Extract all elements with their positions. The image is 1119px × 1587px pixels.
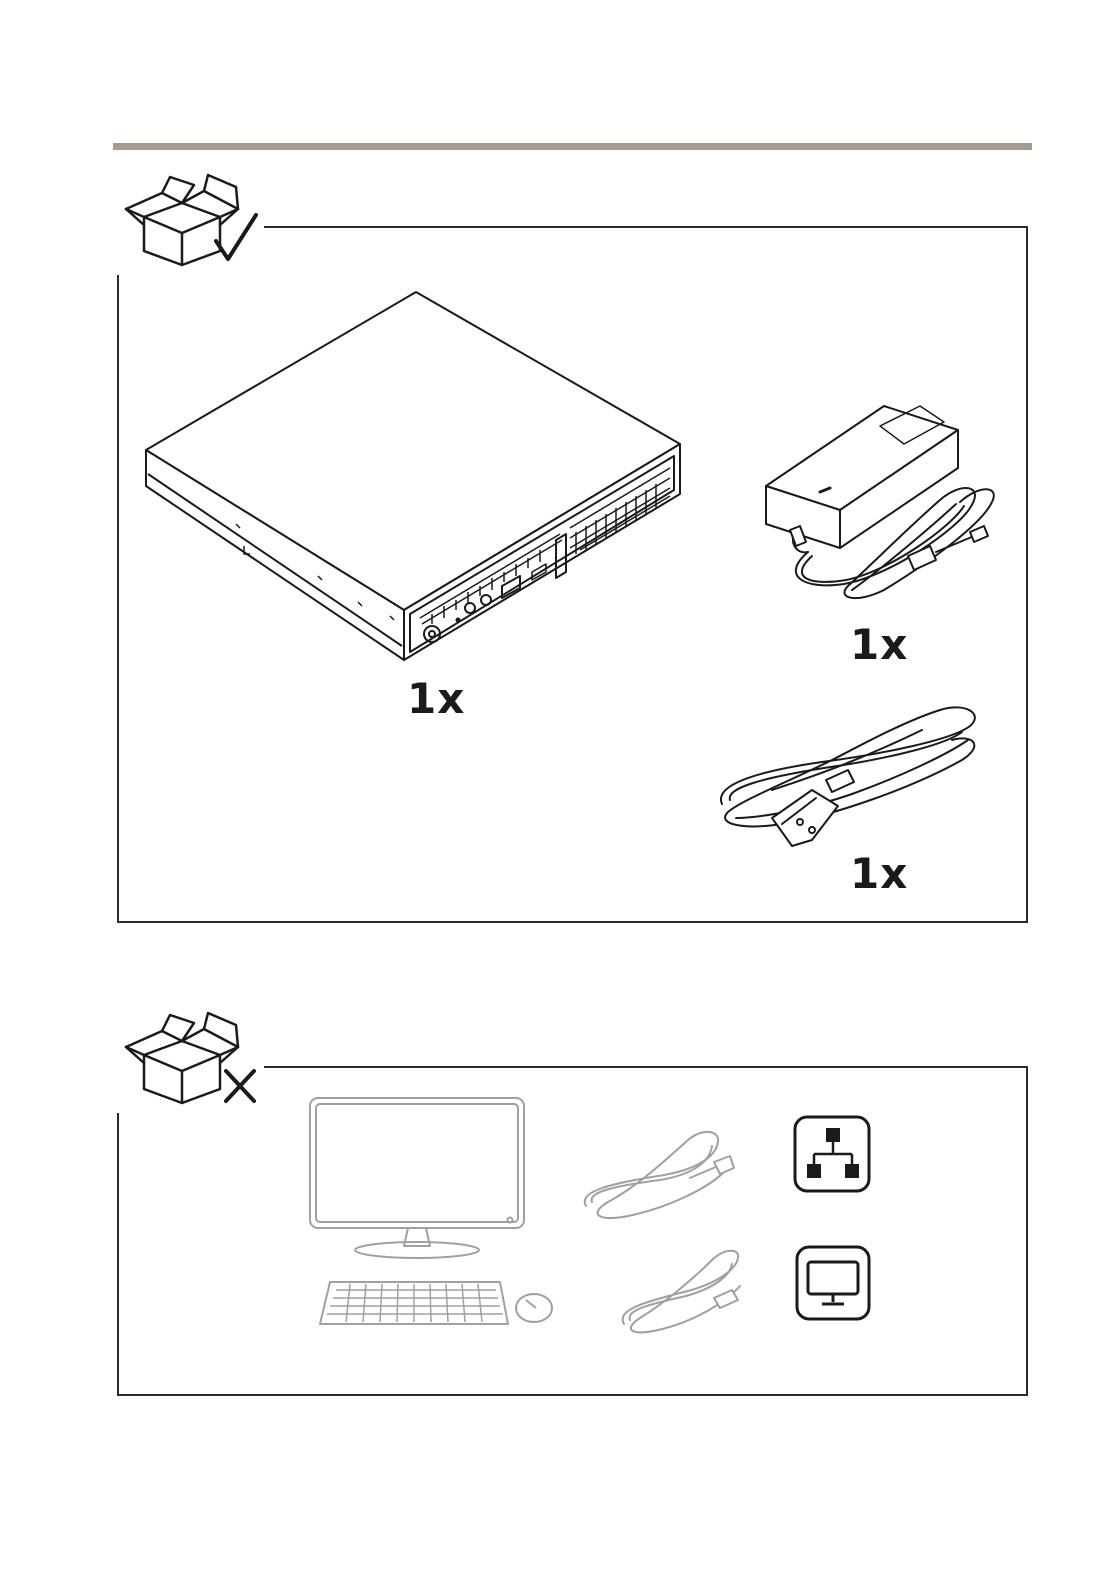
network-cable-icon bbox=[578, 1126, 738, 1222]
power-adapter-illustration bbox=[760, 400, 1000, 610]
box-cross-icon bbox=[116, 1003, 264, 1113]
top-divider bbox=[113, 143, 1032, 150]
box-included-icon bbox=[116, 165, 264, 275]
display-symbol-icon bbox=[794, 1244, 874, 1324]
monitor-keyboard-mouse-icon bbox=[300, 1094, 560, 1330]
pc-unit-quantity: 1x bbox=[407, 678, 465, 720]
box-excluded-icon bbox=[116, 1003, 264, 1113]
power-cord-quantity: 1x bbox=[850, 853, 908, 895]
box-check-icon bbox=[116, 165, 264, 275]
power-cord-illustration bbox=[712, 700, 982, 850]
display-cable-icon bbox=[614, 1246, 754, 1336]
power-adapter-quantity: 1x bbox=[850, 624, 908, 666]
network-symbol-icon bbox=[792, 1114, 872, 1194]
not-included-items-panel bbox=[117, 1066, 1028, 1396]
pc-unit-illustration bbox=[140, 288, 690, 668]
